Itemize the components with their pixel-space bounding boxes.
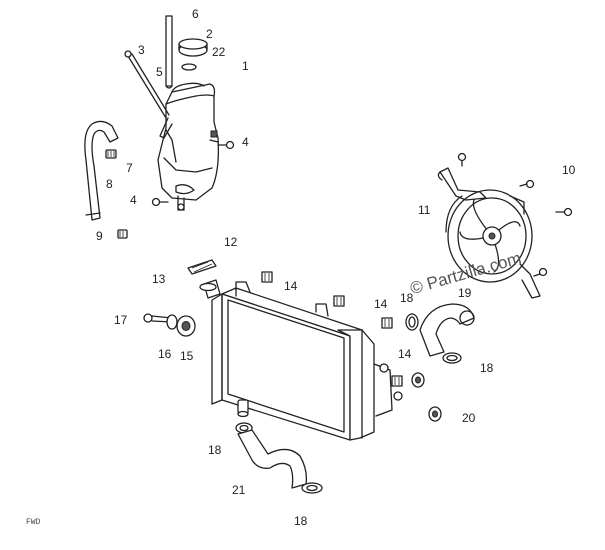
part-label-13: 13 xyxy=(152,272,166,286)
part-label-7: 7 xyxy=(126,161,133,175)
bolt-4-right xyxy=(217,140,235,150)
part-label-10: 10 xyxy=(562,163,576,177)
part-label-20: 20 xyxy=(462,411,476,425)
cooling-fan xyxy=(445,189,533,283)
part-label-3: 3 xyxy=(138,43,145,57)
hose-clamp-18-lower-right xyxy=(442,352,462,364)
radiator-clip-14-mid xyxy=(333,295,345,307)
part-label-19: 19 xyxy=(458,286,472,300)
part-label-2: 2 xyxy=(206,27,213,41)
part-label-18-bottom: 18 xyxy=(294,514,308,528)
mount-grommet xyxy=(176,315,196,337)
fan-bolt-top xyxy=(457,152,467,167)
part-label-4-right: 4 xyxy=(242,135,249,149)
fan-bolt-upper-right xyxy=(519,179,535,189)
fan-bolt-right xyxy=(555,207,573,217)
radiator-cap-gasket xyxy=(199,282,217,292)
radiator xyxy=(203,279,403,441)
part-label-8: 8 xyxy=(106,177,113,191)
reservoir-tank xyxy=(157,82,220,211)
part-label-16: 16 xyxy=(158,347,172,361)
hose-clamp-18-bottom xyxy=(301,482,323,494)
part-label-18-left: 18 xyxy=(208,443,222,457)
part-label-11: 11 xyxy=(418,203,431,217)
reservoir-cap xyxy=(178,38,208,57)
upper-hose xyxy=(419,303,475,357)
part-label-18-right: 18 xyxy=(480,361,494,375)
radiator-clip-14-top xyxy=(261,271,273,283)
part-label-4-left: 4 xyxy=(130,193,137,207)
part-label-14-low: 14 xyxy=(398,347,412,361)
breather-hose xyxy=(84,120,119,221)
part-label-21: 21 xyxy=(232,483,246,497)
nut-20-upper xyxy=(411,372,425,388)
part-label-14-mid: 14 xyxy=(374,297,388,311)
overflow-tube xyxy=(165,15,173,89)
part-label-5: 5 xyxy=(156,65,163,79)
fan-bracket xyxy=(437,167,541,299)
radiator-clip-14-low xyxy=(391,375,403,387)
part-label-12: 12 xyxy=(224,235,238,249)
mount-collar xyxy=(166,314,178,330)
nut-7 xyxy=(105,149,117,159)
radiator-clip-14-right xyxy=(381,317,393,329)
clip-9 xyxy=(117,229,128,239)
lower-hose xyxy=(237,429,308,489)
part-label-9: 9 xyxy=(96,229,103,243)
radiator-cap xyxy=(187,259,217,275)
part-label-1: 1 xyxy=(242,59,249,73)
hose-clamp-18-upper xyxy=(405,313,419,331)
corner-mark: FWD xyxy=(26,518,41,527)
part-label-22: 22 xyxy=(212,45,226,59)
part-label-18-upper: 18 xyxy=(400,291,414,305)
part-label-17: 17 xyxy=(114,313,128,327)
bolt-top-small xyxy=(210,130,218,138)
bolt-4-left xyxy=(151,197,169,207)
part-label-14-top: 14 xyxy=(284,279,298,293)
fan-bolt-lower xyxy=(533,267,548,277)
tank-stay-bolt xyxy=(124,50,170,119)
cap-gasket xyxy=(181,63,197,71)
part-label-15: 15 xyxy=(180,349,194,363)
nut-20-lower xyxy=(428,406,442,422)
part-label-6: 6 xyxy=(192,7,199,21)
